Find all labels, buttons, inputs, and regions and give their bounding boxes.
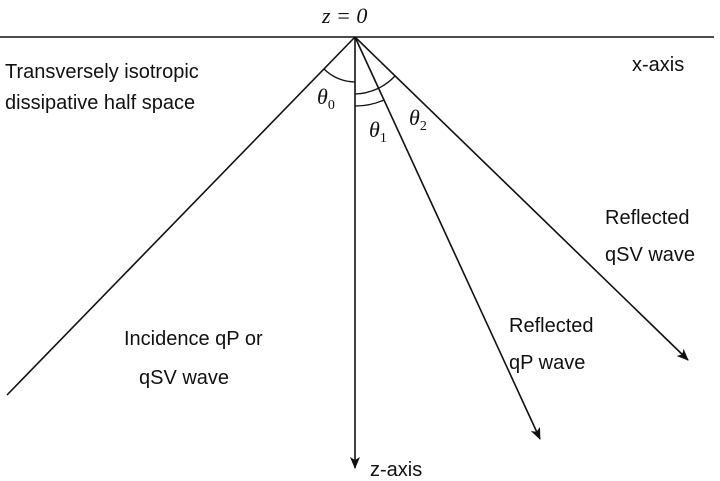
theta0-arc	[323, 68, 356, 83]
medium-label-line2: dissipative half space	[5, 92, 195, 114]
reflected-qsv-label-line1: Reflected	[605, 207, 690, 229]
incident-wave-label-line2: qSV wave	[139, 367, 229, 389]
theta2-arc	[354, 75, 396, 95]
surface-label: z = 0	[321, 3, 367, 28]
theta0-subscript: 0	[328, 98, 335, 113]
reflected-qp-ray	[354, 36, 541, 440]
theta0-label: θ0	[317, 84, 335, 113]
reflected-qsv-label-line2: qSV wave	[605, 244, 695, 266]
theta1-label: θ1	[369, 117, 387, 146]
reflected-qp-label-line2: qP wave	[509, 352, 585, 374]
x-axis-label: x-axis	[632, 54, 684, 76]
theta1-arc	[354, 99, 385, 107]
incident-ray	[6, 36, 356, 396]
theta2-subscript: 2	[420, 119, 427, 134]
medium-label-line1: Transversely isotropic	[5, 61, 199, 83]
theta0-symbol: θ	[317, 84, 328, 109]
theta1-subscript: 1	[380, 131, 387, 146]
reflected-qsv-ray	[354, 36, 689, 361]
z-axis-label: z-axis	[370, 459, 422, 481]
theta2-label: θ2	[409, 105, 427, 134]
incident-wave-label-line1: Incidence qP or	[124, 328, 263, 350]
theta1-symbol: θ	[369, 117, 380, 142]
theta2-symbol: θ	[409, 105, 420, 130]
reflected-qp-label-line1: Reflected	[509, 315, 594, 337]
